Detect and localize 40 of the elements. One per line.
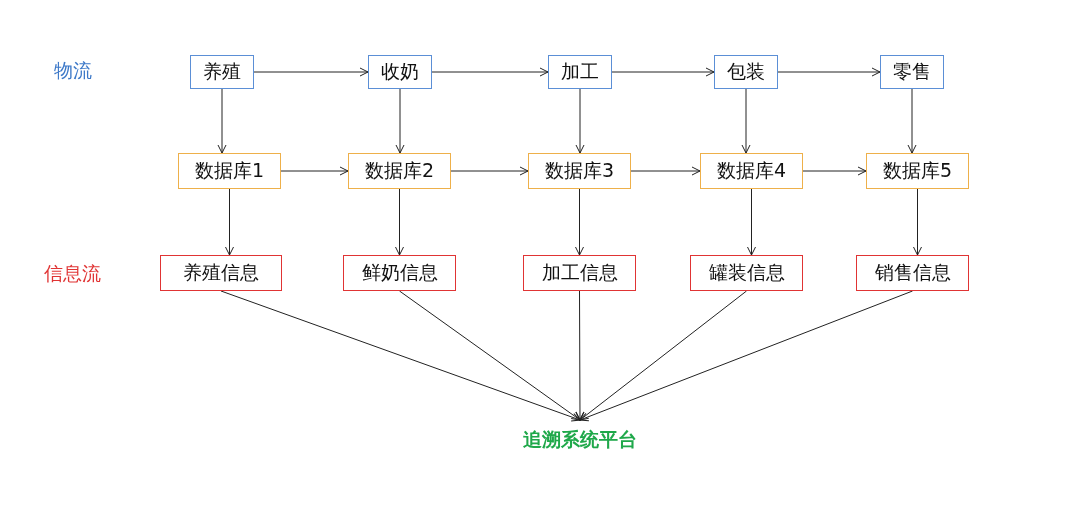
- arrow: [611, 67, 715, 77]
- arrow: [220, 290, 581, 422]
- process-box: 收奶: [368, 55, 432, 89]
- process-box: 加工: [548, 55, 612, 89]
- arrow: [575, 88, 585, 154]
- process-box: 数据库4: [700, 153, 803, 189]
- process-box: 销售信息: [856, 255, 969, 291]
- arrow: [913, 188, 922, 256]
- arrow: [450, 166, 529, 176]
- process-box: 数据库3: [528, 153, 631, 189]
- arrow: [280, 166, 349, 176]
- process-box: 数据库2: [348, 153, 451, 189]
- platform-label: 追溯系统平台: [508, 420, 652, 460]
- process-box: 鲜奶信息: [343, 255, 456, 291]
- arrow: [802, 166, 867, 176]
- arrow: [741, 88, 751, 154]
- process-box: 数据库5: [866, 153, 969, 189]
- arrow: [395, 88, 405, 154]
- arrow: [579, 290, 747, 421]
- process-box: 数据库1: [178, 153, 281, 189]
- arrow: [575, 188, 584, 256]
- arrow: [747, 188, 756, 256]
- arrow: [579, 290, 913, 422]
- arrow: [399, 290, 581, 421]
- arrow: [217, 88, 227, 154]
- process-box: 零售: [880, 55, 944, 89]
- arrow: [395, 188, 404, 256]
- process-box: 罐装信息: [690, 255, 803, 291]
- process-box: 养殖信息: [160, 255, 282, 291]
- arrow: [907, 88, 917, 154]
- arrow: [777, 67, 881, 77]
- process-box: 包装: [714, 55, 778, 89]
- process-box: 养殖: [190, 55, 254, 89]
- arrow: [431, 67, 549, 77]
- arrow: [253, 67, 369, 77]
- process-box: 加工信息: [523, 255, 636, 291]
- arrow: [225, 188, 234, 256]
- arrow: [630, 166, 701, 176]
- row-label: 物流: [54, 58, 92, 83]
- row-label: 信息流: [44, 261, 101, 286]
